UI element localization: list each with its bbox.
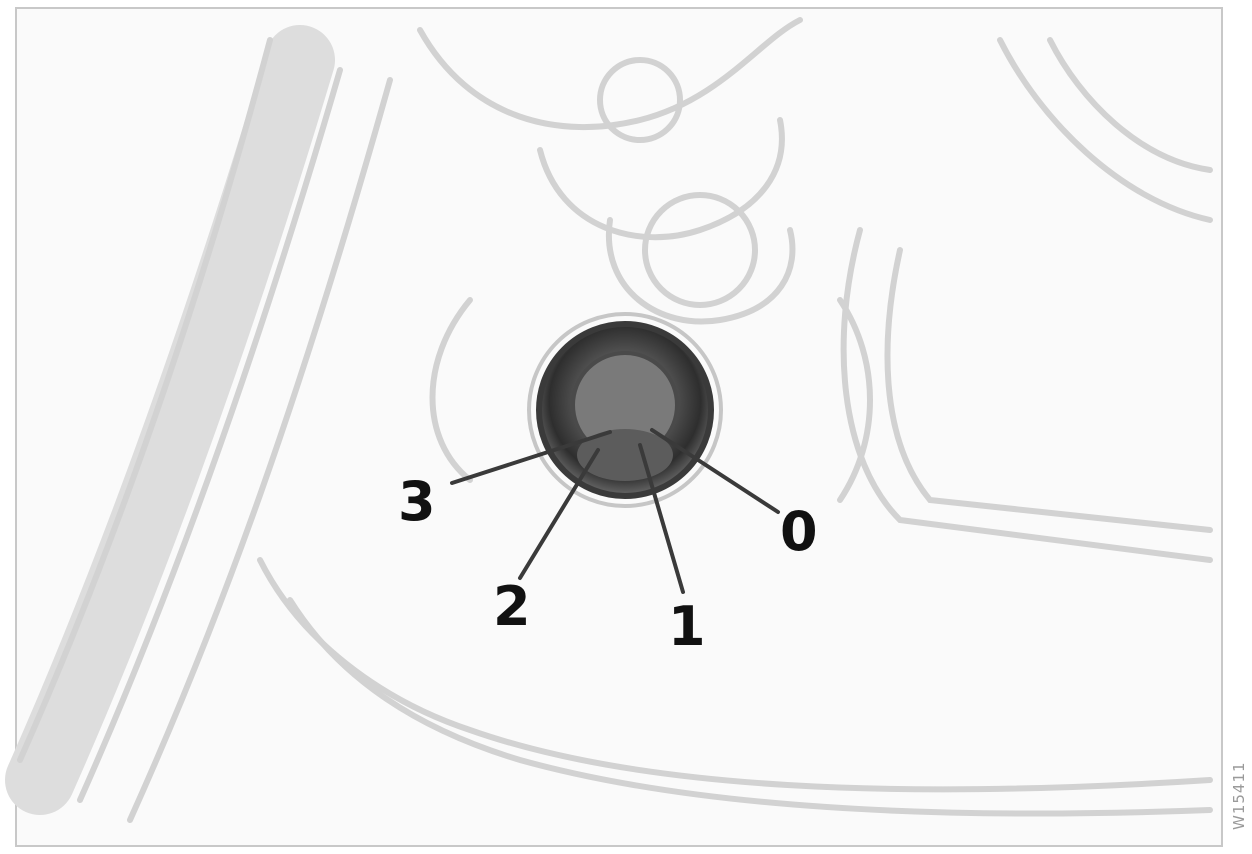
callout-label-3: 3 — [398, 470, 436, 533]
callout-label-2: 2 — [493, 575, 531, 638]
figure-code: W15411 — [1230, 761, 1248, 830]
callout-label-1: 1 — [668, 595, 706, 658]
ignition-switch — [529, 314, 721, 506]
callout-label-0: 0 — [780, 500, 818, 563]
